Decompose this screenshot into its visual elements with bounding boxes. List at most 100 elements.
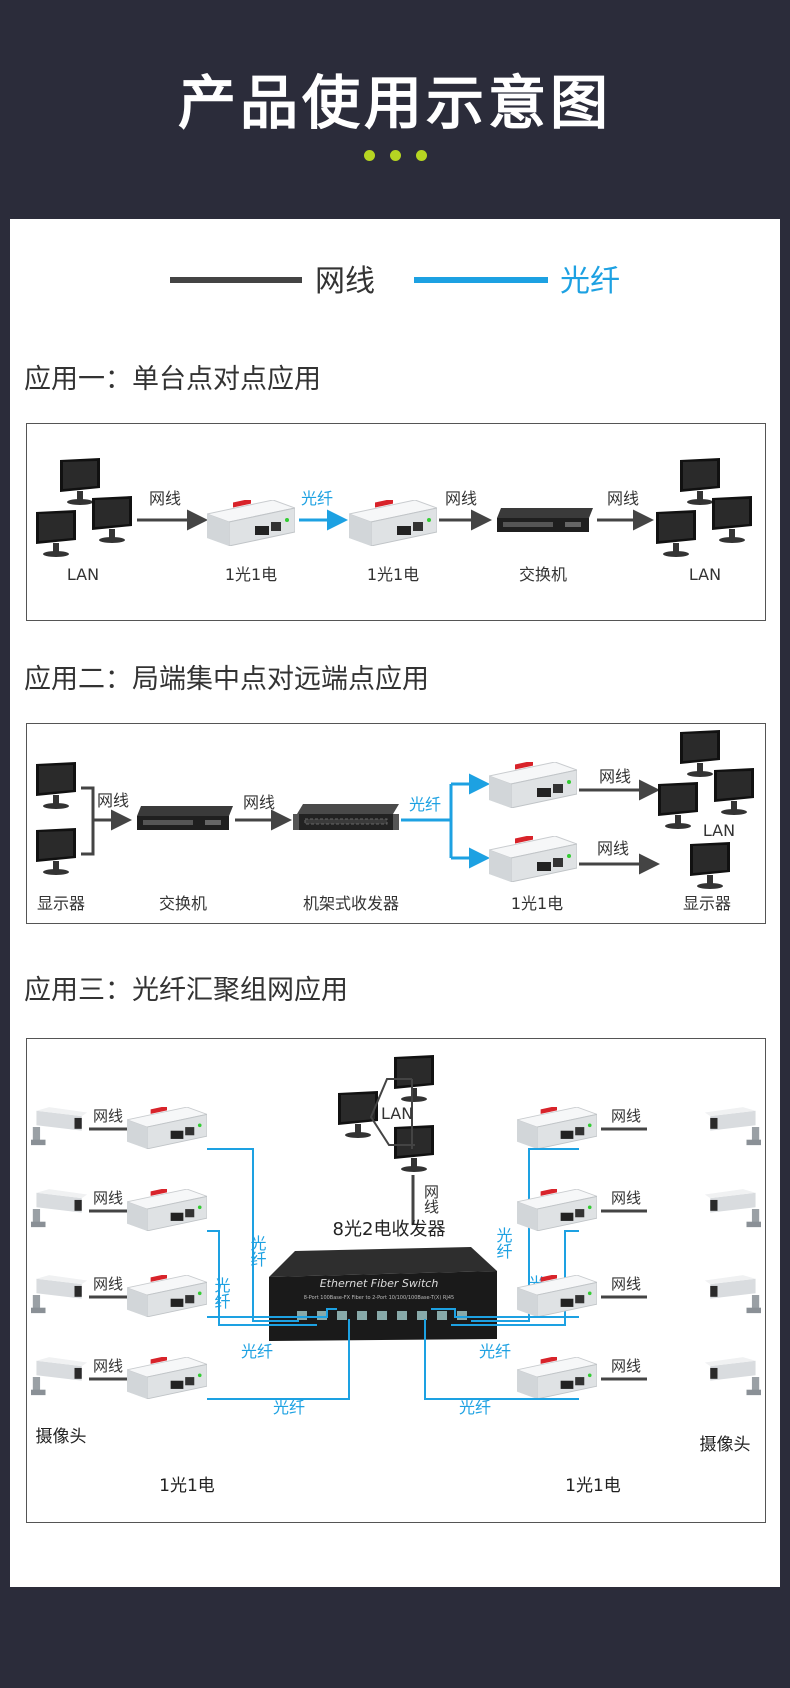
hub-ports (297, 1311, 467, 1320)
node-label: LAN (381, 1104, 413, 1123)
converter-icon (127, 1357, 207, 1399)
dot (416, 150, 427, 161)
fiber-link (431, 1308, 579, 1318)
monitor-icon (690, 842, 730, 889)
fiber-port (317, 1311, 327, 1320)
converter-icon (489, 762, 577, 808)
link-label: 网线 (93, 1357, 123, 1375)
node-label: 机架式收发器 (303, 894, 399, 913)
fiber-port (337, 1311, 347, 1320)
page-title: 产品使用示意图 (177, 69, 612, 137)
pc-icon (92, 496, 132, 543)
fiber-link (471, 1148, 579, 1322)
camera-icon (704, 1357, 761, 1396)
link-label: 网线 (607, 489, 639, 508)
converter-icon (349, 500, 437, 546)
copper-link (369, 1078, 415, 1146)
camera-icon (704, 1275, 761, 1314)
link-label: 网线 (93, 1275, 123, 1293)
dot (390, 150, 401, 161)
link-label: 网线 (611, 1275, 641, 1293)
node-label: 1光1电 (367, 565, 419, 584)
converter-icon (127, 1189, 207, 1231)
link-label: 光纤 (409, 795, 441, 814)
dot (364, 150, 375, 161)
link-label: 网线 (611, 1189, 641, 1207)
link-label: 光纤 (301, 489, 333, 508)
converter-label: 1光1电 (159, 1476, 215, 1496)
converter-label: 1光1电 (565, 1476, 621, 1496)
section3-title: 应用三：光纤汇聚组网应用 (24, 975, 348, 1006)
node-label: 交换机 (519, 565, 567, 584)
rack-icon (293, 804, 399, 831)
legend: 网线 光纤 (0, 256, 790, 299)
link-label: 网线 (611, 1107, 641, 1125)
fiber-port (417, 1311, 427, 1320)
copper-link (81, 786, 95, 856)
switch-icon (497, 508, 593, 532)
hub-label: 8光2电收发器 (333, 1219, 446, 1240)
fiber-label: 光纤 (479, 1342, 511, 1361)
legend-copper-line (170, 277, 302, 283)
fiber-label: 光纤 (212, 1277, 231, 1309)
hub-spec: 8-Port 100Base-FX Fiber to 2-Port 10/100… (304, 1295, 454, 1301)
fiber-label: 光纤 (494, 1227, 513, 1259)
converter-icon (517, 1357, 597, 1399)
camera-icon (704, 1189, 761, 1228)
monitor-icon (36, 828, 76, 875)
camera-icon (31, 1189, 88, 1228)
hub-switch-top (269, 1247, 497, 1277)
section1-title: 应用一：单台点对点应用 (24, 364, 321, 395)
link-label: 网线 (422, 1184, 440, 1214)
node-label: 1光1电 (225, 565, 277, 584)
fiber-label: 光纤 (248, 1235, 267, 1267)
pc-icon (656, 510, 696, 557)
camera-icon (31, 1107, 88, 1146)
link-label: 网线 (599, 767, 631, 786)
fiber-port (397, 1311, 407, 1320)
camera-label: 摄像头 (700, 1435, 751, 1455)
camera-icon (31, 1275, 88, 1314)
fiber-link (424, 1319, 579, 1400)
section2-title: 应用二：局端集中点对远端点应用 (24, 664, 429, 695)
node-label: 显示器 (37, 894, 85, 913)
fiber-link (207, 1319, 350, 1400)
pc-icon (712, 496, 752, 543)
link-label: 网线 (597, 839, 629, 858)
converter-icon (489, 836, 577, 882)
converter-icon (127, 1275, 207, 1317)
fiber-link (207, 1148, 299, 1322)
converter-icon (207, 500, 295, 546)
pc-icon (680, 730, 720, 777)
fiber-label: 光纤 (241, 1342, 273, 1361)
legend-copper-label: 网线 (315, 264, 375, 299)
fiber-link (207, 1230, 317, 1326)
node-label: 显示器 (683, 894, 731, 913)
link-label: 网线 (149, 489, 181, 508)
fiber-label: 光纤 (459, 1398, 491, 1417)
fiber-label: 光纤 (273, 1398, 305, 1417)
converter-icon (517, 1107, 597, 1149)
link-label: 网线 (445, 489, 477, 508)
camera-label: 摄像头 (36, 1427, 87, 1447)
node-label: 1光1电 (511, 894, 563, 913)
pc-icon (394, 1125, 434, 1172)
node-label: 交换机 (159, 894, 207, 913)
section1-diagram: 网线 光纤 网线 网线 LAN 1光1电 1光1电 交换机 LAN (26, 423, 766, 621)
hub-switch-front (269, 1271, 497, 1341)
fiber-port (437, 1311, 447, 1320)
link-label: 网线 (93, 1107, 123, 1125)
legend-fiber-label: 光纤 (560, 264, 620, 299)
left-branch: 网线网线网线网线光纤光纤光纤光纤光纤光纤光纤光纤 (31, 1107, 545, 1417)
link-label: 网线 (243, 793, 275, 812)
monitor-icon (36, 762, 76, 809)
section3-diagram: LAN 网线 8光2电收发器 Ethernet Fiber Switch 8-P… (26, 1038, 766, 1523)
link-label: 网线 (93, 1189, 123, 1207)
camera-icon (704, 1107, 761, 1146)
fiber-port (457, 1311, 467, 1320)
fiber-port (377, 1311, 387, 1320)
node-label: LAN (67, 565, 99, 584)
fiber-port (357, 1311, 367, 1320)
pc-icon (36, 510, 76, 557)
